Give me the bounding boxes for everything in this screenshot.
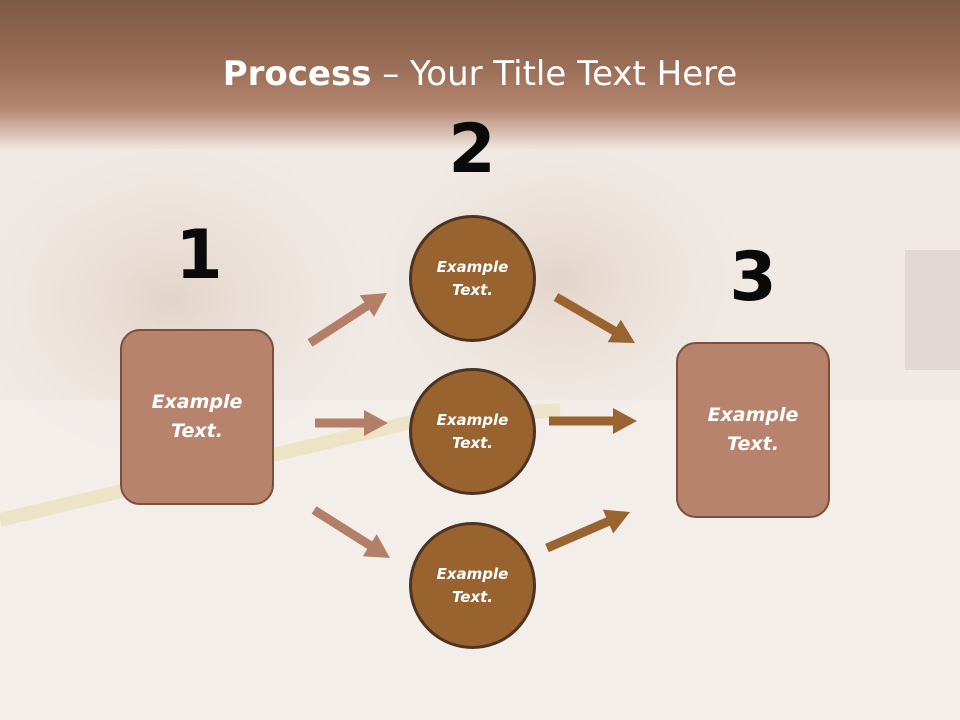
circle-middle-text: Example Text.	[436, 410, 509, 452]
slide-title-bold: Process	[222, 54, 372, 94]
step-number-1: 1	[175, 216, 223, 295]
title-band	[0, 0, 960, 150]
input-box: Example Text.	[120, 329, 274, 505]
slide-title: Process – Your Title Text Here	[0, 52, 960, 96]
arrow-middle-circle-to-box	[549, 408, 637, 434]
step-number-2: 2	[448, 110, 496, 189]
circle-top-text: Example Text.	[436, 257, 509, 299]
circle-bottom: Example Text.	[409, 522, 536, 649]
circle-middle: Example Text.	[409, 368, 536, 495]
arrow-box-to-middle-circle	[315, 410, 388, 436]
slide-title-rest: – Your Title Text Here	[371, 54, 738, 94]
step-number-3: 3	[729, 238, 777, 317]
arrow-bottom-circle-to-box	[545, 509, 630, 553]
output-box: Example Text.	[676, 342, 830, 518]
arrow-box-to-top-circle	[307, 293, 387, 347]
circle-top: Example Text.	[409, 215, 536, 342]
arrow-top-circle-to-box	[553, 293, 635, 343]
output-box-text: Example Text.	[707, 404, 799, 455]
input-box-text: Example Text.	[151, 391, 243, 442]
circle-bottom-text: Example Text.	[436, 564, 509, 606]
arrow-box-to-bottom-circle	[311, 506, 390, 558]
